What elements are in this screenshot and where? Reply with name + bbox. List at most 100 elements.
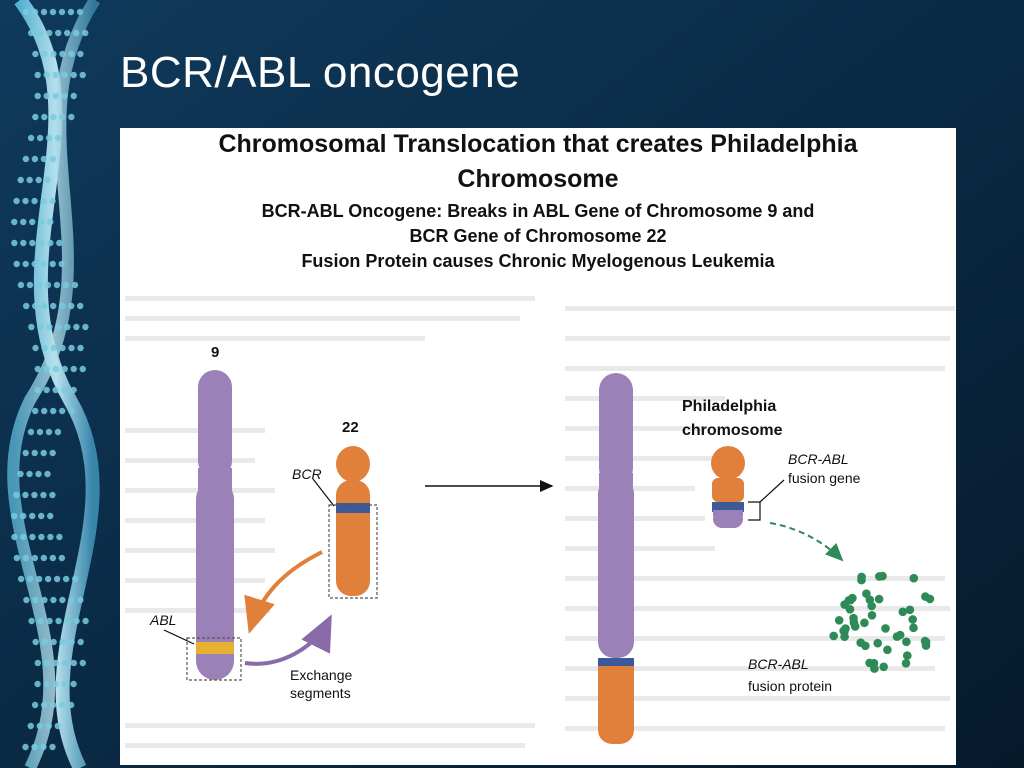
dna-bead [13, 197, 20, 205]
dna-bead [43, 386, 50, 394]
abl-band [196, 642, 234, 654]
exchange-label-line1: Exchange [290, 667, 352, 683]
chromosome-22 [328, 446, 378, 599]
dna-bead [32, 50, 39, 58]
protein-dot [870, 664, 879, 673]
dna-bead [59, 113, 66, 121]
dna-bead [52, 680, 59, 688]
dna-bead [62, 575, 70, 583]
chromosome-22-label: 22 [342, 419, 359, 436]
dna-bead [59, 50, 66, 58]
protein-dot [857, 572, 866, 582]
protein-dot [874, 594, 884, 604]
dna-bead [11, 512, 18, 520]
dna-bead [32, 638, 39, 646]
dna-bead [70, 659, 77, 667]
dna-bead [53, 575, 61, 583]
dna-bead [43, 92, 50, 100]
dna-bead [28, 617, 35, 625]
dna-bead [67, 701, 75, 709]
dna-bead [73, 29, 80, 37]
dna-bead [62, 281, 70, 289]
dna-bead [22, 743, 29, 751]
dna-bead [17, 176, 24, 184]
dna-bead [49, 449, 56, 457]
dna-bead [37, 617, 44, 625]
dna-bead [44, 470, 51, 478]
dna-bead [82, 323, 89, 331]
dna-bead [52, 386, 59, 394]
dna-bead [34, 386, 41, 394]
dna-bead [37, 29, 44, 37]
protein-dot [898, 607, 908, 617]
dna-bead [34, 659, 41, 667]
protein-dot [908, 615, 917, 624]
protein-dot [881, 624, 890, 633]
dna-bead [41, 407, 48, 415]
dna-bead [36, 722, 43, 730]
dna-bead [52, 92, 59, 100]
dna-bead [32, 407, 39, 415]
dna-bead [58, 8, 66, 16]
dna-bead [22, 449, 29, 457]
dna-bead [50, 302, 57, 310]
dna-bead [49, 155, 57, 163]
dna-bead [34, 92, 41, 100]
dna-bead [22, 554, 30, 562]
dna-bead [47, 239, 54, 247]
dna-bead [40, 155, 48, 163]
dna-bead [59, 638, 66, 646]
dna-bead [59, 344, 66, 352]
dna-bead [73, 617, 80, 625]
fusion-protein-label-line2: fusion protein [748, 678, 832, 694]
dna-bead [35, 575, 43, 583]
dna-bead [29, 512, 36, 520]
chromosome-9-label: 9 [211, 344, 219, 361]
dna-bead [34, 680, 41, 688]
abl-exchange-box [186, 637, 242, 681]
protein-dot [867, 611, 877, 620]
dna-bead [20, 239, 27, 247]
dna-bead [61, 680, 68, 688]
dna-bead [23, 302, 30, 310]
dna-bead [82, 29, 89, 37]
dna-bead [46, 617, 53, 625]
figure-subtitle-line1: BCR-ABL Oncogene: Breaks in ABL Gene of … [261, 201, 815, 221]
philadelphia-label-line1: Philadelphia [682, 398, 776, 415]
dna-bead [20, 533, 27, 541]
dna-bead [38, 512, 45, 520]
dna-bead [38, 239, 45, 247]
philadelphia-chromosome [711, 446, 745, 528]
figure-subtitle-line3: Fusion Protein causes Chronic Myelogenou… [301, 251, 775, 271]
dna-bead [49, 260, 56, 268]
dna-bead [50, 50, 57, 58]
dna-bead [36, 428, 44, 436]
dna-bead [47, 533, 54, 541]
faded-text-texture [125, 296, 955, 748]
dna-bead [47, 512, 54, 520]
dna-bead [52, 659, 59, 667]
dna-bead [68, 407, 75, 415]
protein-dot [879, 662, 888, 672]
dna-bead [40, 554, 48, 562]
dna-bead [64, 29, 71, 37]
chromosome-9 [186, 370, 242, 681]
dna-bead [29, 533, 36, 541]
dna-bead [68, 50, 75, 58]
dna-bead [61, 92, 68, 100]
dna-bead [22, 197, 29, 205]
protein-dot [921, 641, 931, 650]
dna-bead [70, 386, 77, 394]
dna-bead [31, 260, 38, 268]
dna-bead [13, 554, 21, 562]
dna-bead [77, 344, 84, 352]
dna-bead [61, 386, 68, 394]
dna-bead [11, 239, 18, 247]
dna-bead [70, 365, 77, 373]
dna-bead [44, 176, 51, 184]
translocation-diagram: 9 ABL 22 BCR Exchange segments [125, 296, 955, 748]
bcr-label: BCR [292, 466, 322, 482]
dna-bead [68, 344, 75, 352]
dna-bead [70, 92, 77, 100]
dna-bead [41, 302, 48, 310]
